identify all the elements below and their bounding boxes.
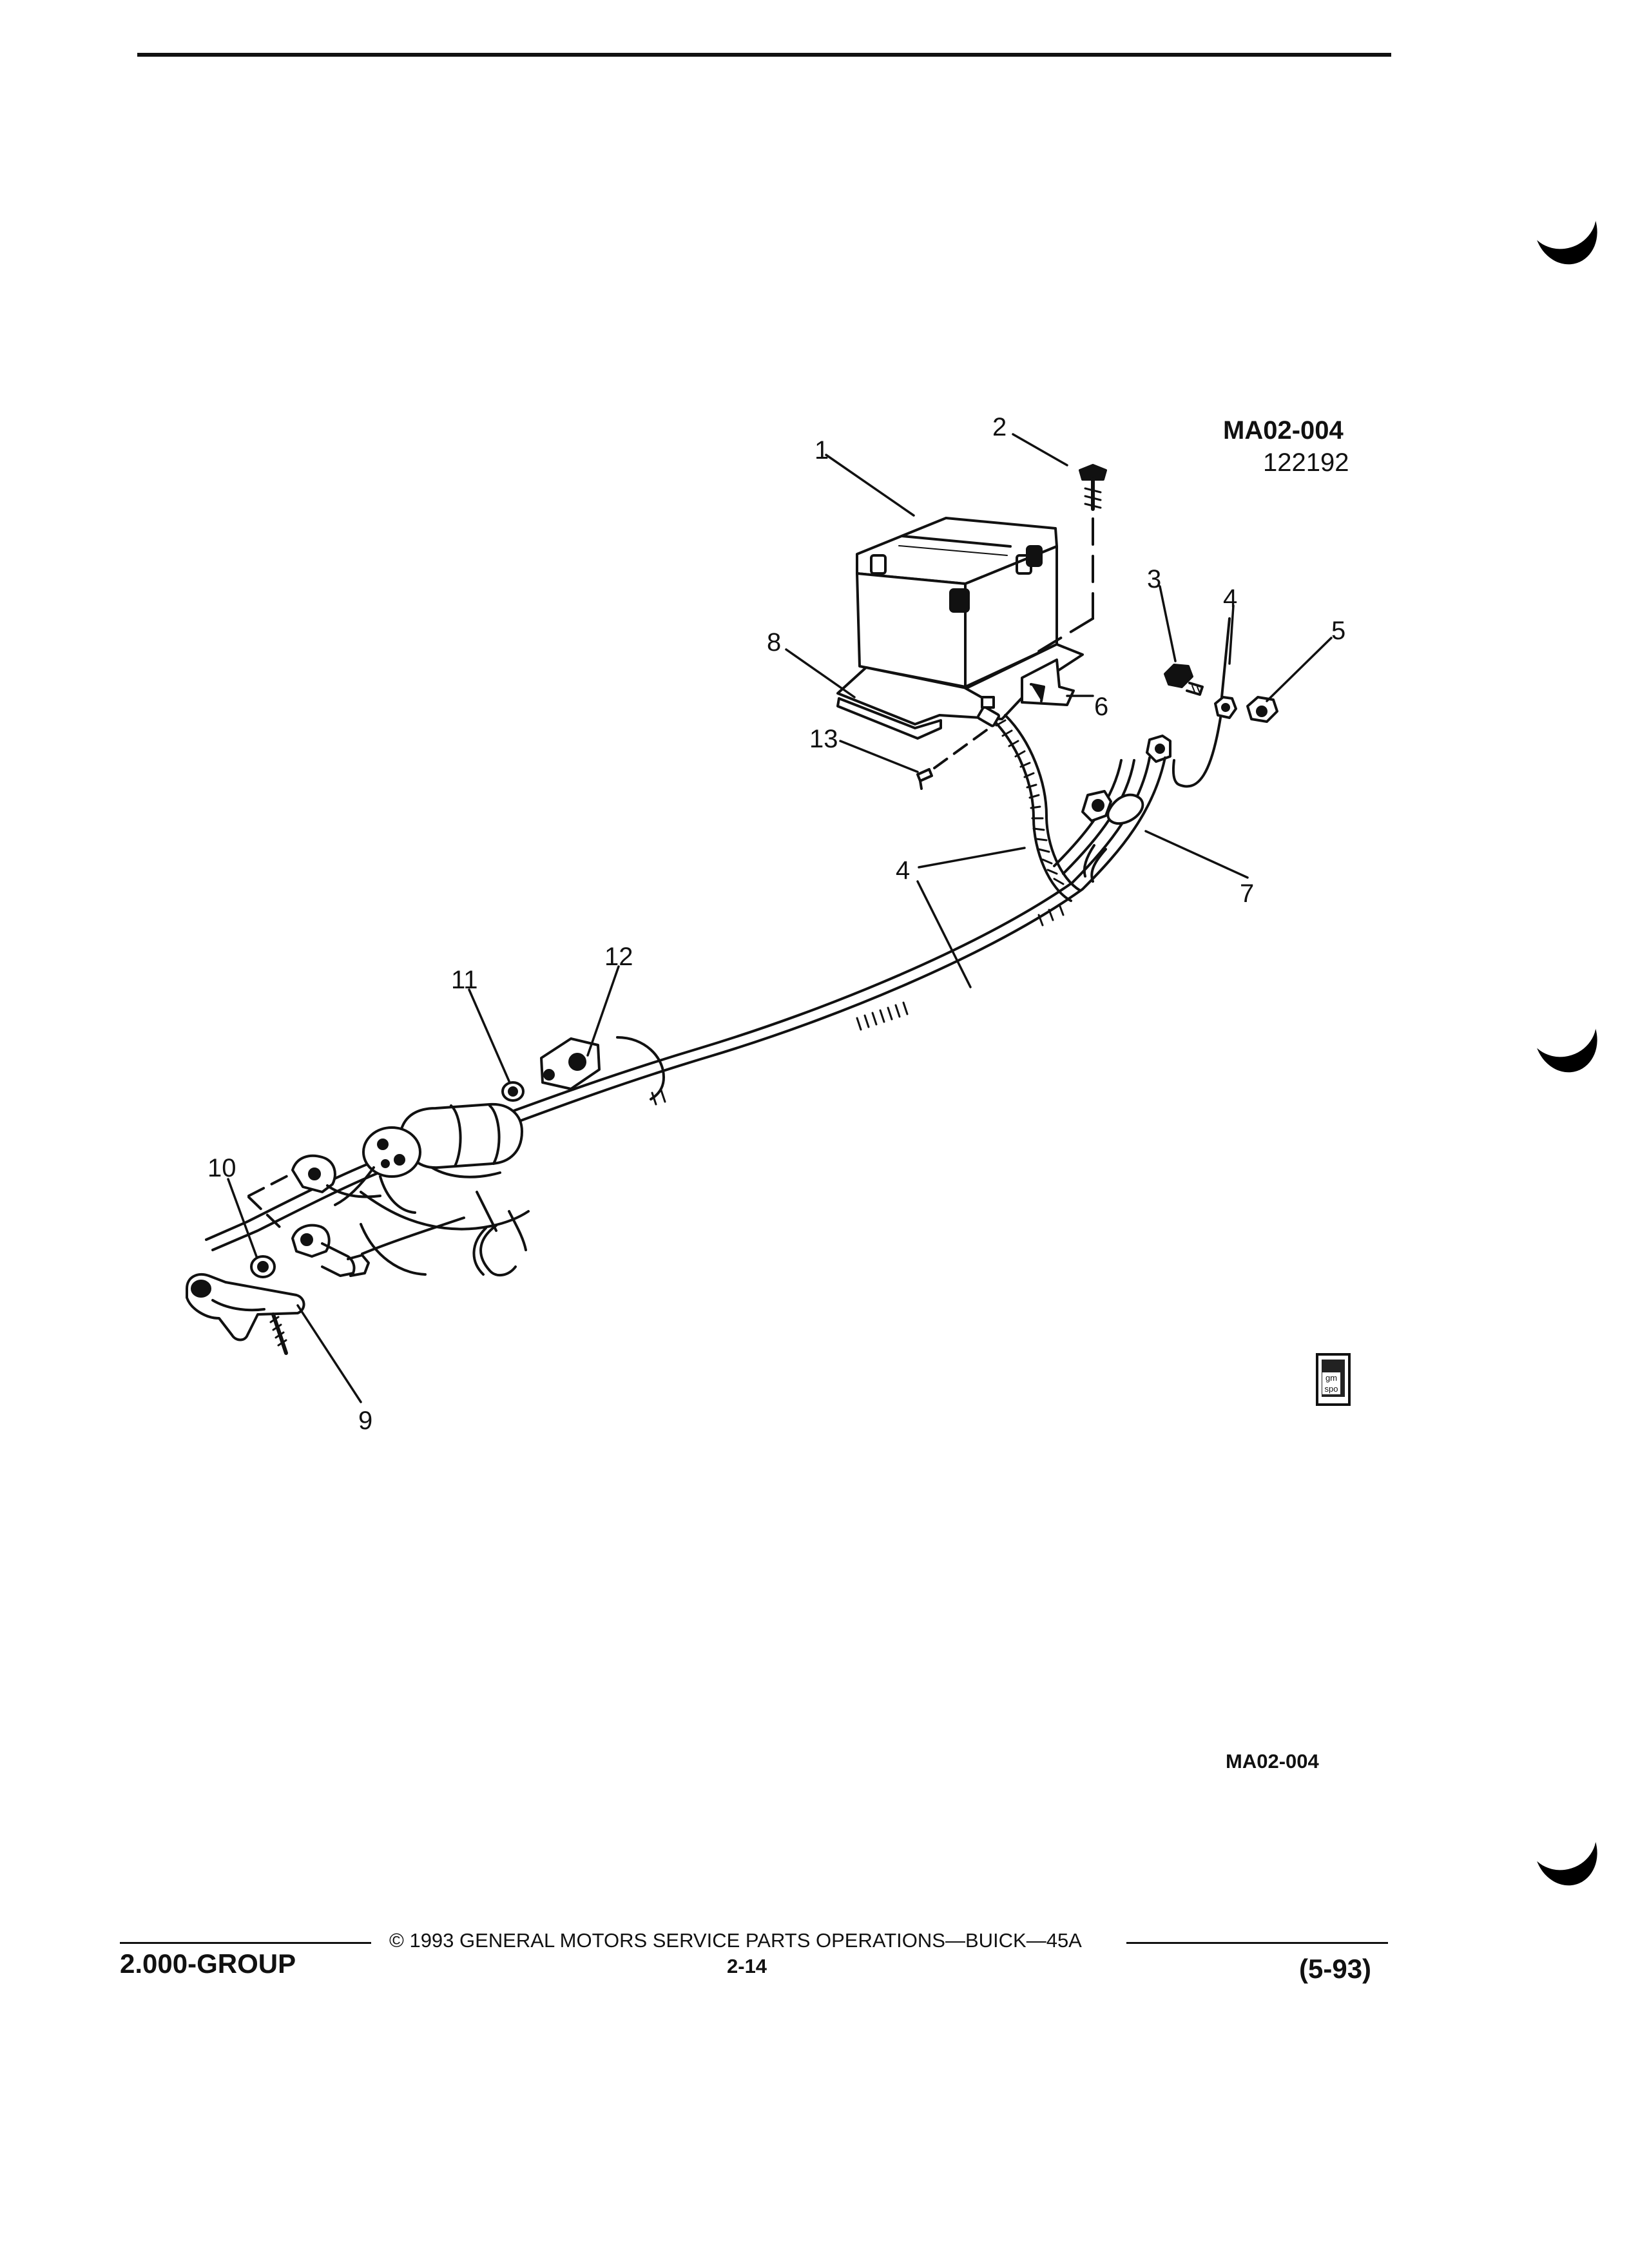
- callout-13: 13: [809, 725, 838, 753]
- footer-rule-left: [120, 1942, 371, 1944]
- drawing-date: 122192: [1263, 448, 1349, 477]
- terminal-bolt: [1164, 664, 1204, 696]
- callout-7: 7: [1240, 879, 1254, 908]
- callout-4-upper: 4: [1223, 584, 1237, 613]
- bottom-drawing-code: MA02-004: [1226, 1750, 1319, 1773]
- gm-spo-logo: gm spo: [1316, 1353, 1351, 1406]
- terminal-nut: [1246, 696, 1278, 723]
- callout-6: 6: [1094, 693, 1108, 721]
- callout-9: 9: [358, 1407, 372, 1435]
- callout-12: 12: [604, 943, 633, 971]
- ground-nut: [250, 1255, 276, 1278]
- negative-cable-upper: [1146, 617, 1237, 788]
- hold-down-clamp: [1021, 658, 1075, 706]
- callout-2: 2: [992, 413, 1007, 441]
- callout-1: 1: [815, 436, 829, 465]
- starter-nut: [501, 1081, 525, 1102]
- logo-text-bottom: spo: [1322, 1384, 1340, 1394]
- callout-8: 8: [767, 628, 781, 657]
- callout-5: 5: [1331, 617, 1345, 645]
- callout-11: 11: [451, 966, 478, 994]
- callout-4-lower: 4: [896, 856, 910, 885]
- footer-revision: (5-93): [1299, 1954, 1372, 1984]
- footer-page-number: 2-14: [727, 1955, 767, 1977]
- logo-text-top: gm: [1322, 1372, 1340, 1384]
- callout-10: 10: [207, 1154, 236, 1182]
- cable-harness: [205, 696, 1166, 1251]
- hold-down-bolt: [1036, 464, 1107, 653]
- footer-rule-right: [1126, 1942, 1388, 1944]
- footer-group: 2.000-GROUP: [120, 1948, 296, 1979]
- ground-bracket: [186, 1273, 305, 1355]
- harness-clip: [540, 1037, 601, 1090]
- drawing-code: MA02-004: [1223, 416, 1344, 445]
- callout-3: 3: [1147, 565, 1161, 593]
- footer-copyright: © 1993 GENERAL MOTORS SERVICE PARTS OPER…: [389, 1929, 1082, 1952]
- starter-motor: [291, 1102, 530, 1277]
- top-rule: [137, 53, 1391, 57]
- battery-tray: [836, 643, 1084, 740]
- push-pin: [916, 768, 933, 790]
- leader-lines: [227, 433, 1333, 1403]
